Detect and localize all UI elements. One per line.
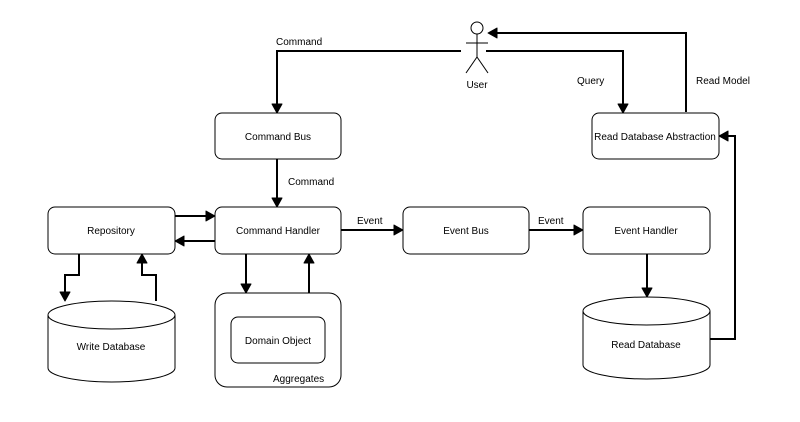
- edge-label-query: Query: [577, 76, 604, 87]
- command-handler-label: Command Handler: [236, 226, 321, 237]
- event-bus-label: Event Bus: [443, 226, 489, 237]
- arrowhead-write-db: [59, 291, 71, 302]
- edge-read-db-to-read-abstraction: [710, 135, 736, 340]
- arrowhead-aggregates: [240, 283, 252, 294]
- arrowhead-handler-left: [205, 210, 216, 222]
- read-database-label: Read Database: [611, 340, 681, 351]
- arrowhead-event-handler: [573, 224, 584, 236]
- edge-write-db-to-repository: [141, 263, 157, 301]
- read-database-node: Read Database: [582, 296, 711, 380]
- edge-repository-to-write-db: [64, 254, 80, 292]
- write-database-label: Write Database: [77, 342, 146, 353]
- arrowhead-read-abstraction-right: [718, 130, 729, 142]
- user-head-icon: [470, 21, 484, 35]
- edge-label-event-1: Event: [357, 216, 383, 227]
- event-bus-node: Event Bus: [402, 206, 530, 255]
- edge-read-model-to-user: [497, 32, 687, 112]
- arrowhead-repository-right: [174, 235, 185, 247]
- repository-label: Repository: [87, 226, 135, 237]
- aggregates-label: Aggregates: [273, 374, 324, 385]
- domain-object-node: Domain Object: [230, 316, 326, 364]
- edge-user-to-command-bus: [276, 50, 461, 104]
- arrowhead-command-bus: [271, 103, 283, 114]
- arrowhead-command-handler-top: [271, 197, 283, 208]
- arrowhead-read-abstraction: [617, 103, 629, 114]
- user-label: User: [466, 80, 488, 91]
- edge-label-read-model: Read Model: [696, 76, 750, 87]
- edge-user-to-read-abstraction: [486, 50, 624, 104]
- write-database-node: Write Database: [47, 300, 176, 383]
- domain-object-label: Domain Object: [245, 336, 311, 347]
- arrowhead-repository-bottom: [136, 253, 148, 264]
- command-bus-node: Command Bus: [214, 112, 342, 160]
- command-handler-node: Command Handler: [214, 206, 342, 255]
- edge-label-event-2: Event: [538, 216, 564, 227]
- read-db-abstraction-node: Read Database Abstraction: [591, 112, 720, 160]
- arrowhead-user: [487, 27, 498, 39]
- user-actor: User: [465, 21, 489, 91]
- repository-node: Repository: [47, 206, 176, 255]
- read-db-abstraction-label: Read Database Abstraction: [594, 132, 716, 143]
- command-bus-label: Command Bus: [245, 132, 311, 143]
- edge-label-command-bus: Command: [288, 177, 334, 188]
- event-handler-label: Event Handler: [614, 226, 678, 237]
- arrowhead-handler-bottom: [303, 253, 315, 264]
- arrowhead-read-db: [641, 287, 653, 298]
- arrowhead-event-bus: [393, 224, 404, 236]
- event-handler-node: Event Handler: [582, 206, 711, 255]
- edge-label-command-user: Command: [276, 37, 322, 48]
